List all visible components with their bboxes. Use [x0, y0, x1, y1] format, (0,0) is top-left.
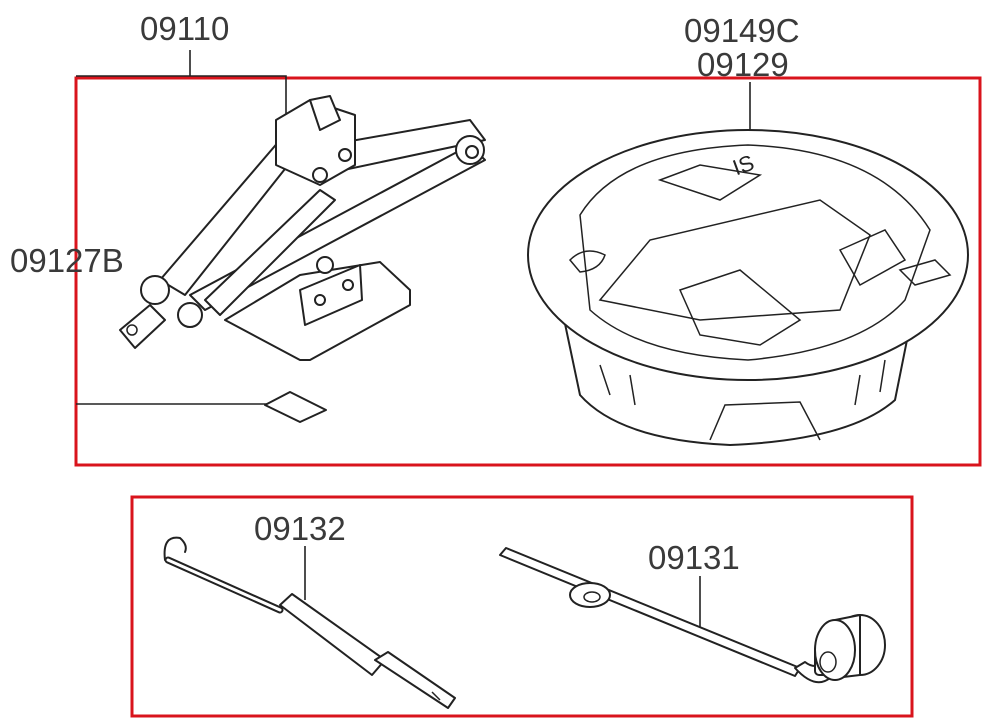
label-09149C: 09149C	[684, 12, 800, 49]
label-09110: 09110	[140, 10, 229, 47]
group-frame-tools	[130, 495, 914, 718]
wheel-wrench-drawing	[499, 547, 886, 684]
scissor-jack-drawing	[119, 95, 486, 361]
label-09127B: 09127B	[10, 242, 124, 279]
hook-tool-drawing	[163, 536, 456, 709]
spare-wheel-tray-drawing: IS	[527, 129, 969, 446]
label-09132: 09132	[254, 510, 346, 547]
group-frame-jack-tray	[74, 76, 982, 467]
label-sticker-drawing	[264, 391, 327, 423]
label-09129: 09129	[697, 46, 789, 83]
leader-lines	[76, 50, 751, 632]
label-09131: 09131	[648, 539, 740, 576]
